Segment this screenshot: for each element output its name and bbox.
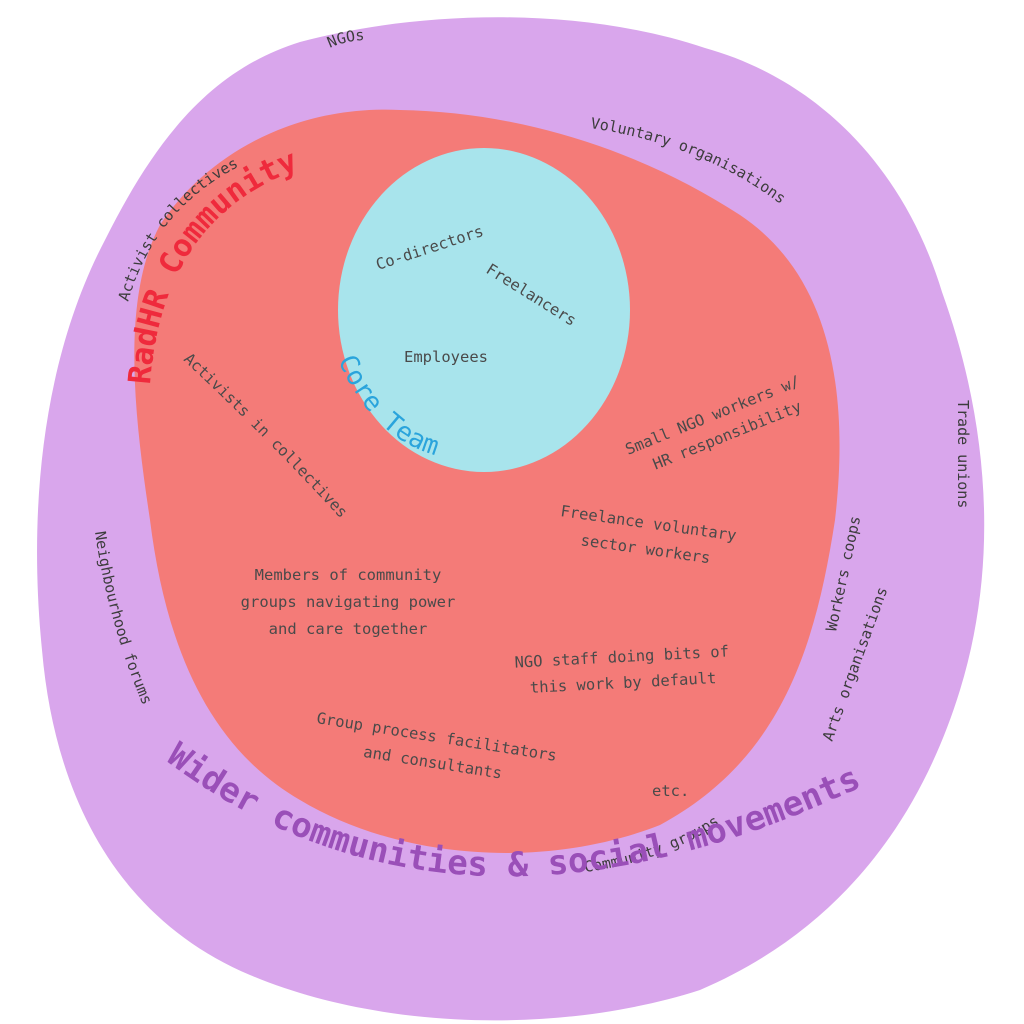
label-trade-unions: Trade unions bbox=[954, 400, 972, 508]
label-etc: etc. bbox=[652, 782, 689, 800]
svg-text:groups navigating power: groups navigating power bbox=[241, 593, 456, 611]
svg-text:Members of community: Members of community bbox=[255, 566, 442, 584]
svg-text:and care together: and care together bbox=[269, 620, 428, 638]
middle-area-shape bbox=[134, 109, 840, 853]
label-community-group-members: Members of community groups navigating p… bbox=[241, 566, 456, 638]
label-employees: Employees bbox=[404, 348, 488, 366]
core-circle-shape bbox=[338, 148, 630, 472]
